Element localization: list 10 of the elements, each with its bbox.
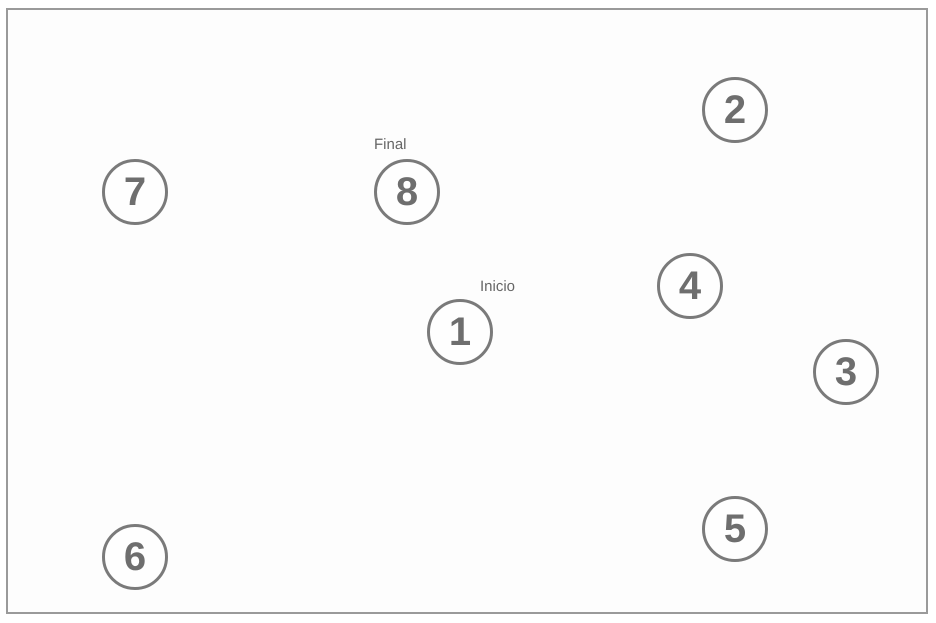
circle-number: 8 <box>396 172 418 212</box>
node-caption: Final <box>374 136 407 153</box>
node-caption: Inicio <box>480 278 516 295</box>
circle-number: 4 <box>678 266 702 306</box>
circle-number: 7 <box>124 172 146 212</box>
circle-number: 1 <box>448 312 472 352</box>
circle-number: 2 <box>724 90 746 130</box>
circle-number: 3 <box>834 352 858 392</box>
circle-number: 5 <box>724 509 746 549</box>
circle-number: 6 <box>124 537 146 577</box>
